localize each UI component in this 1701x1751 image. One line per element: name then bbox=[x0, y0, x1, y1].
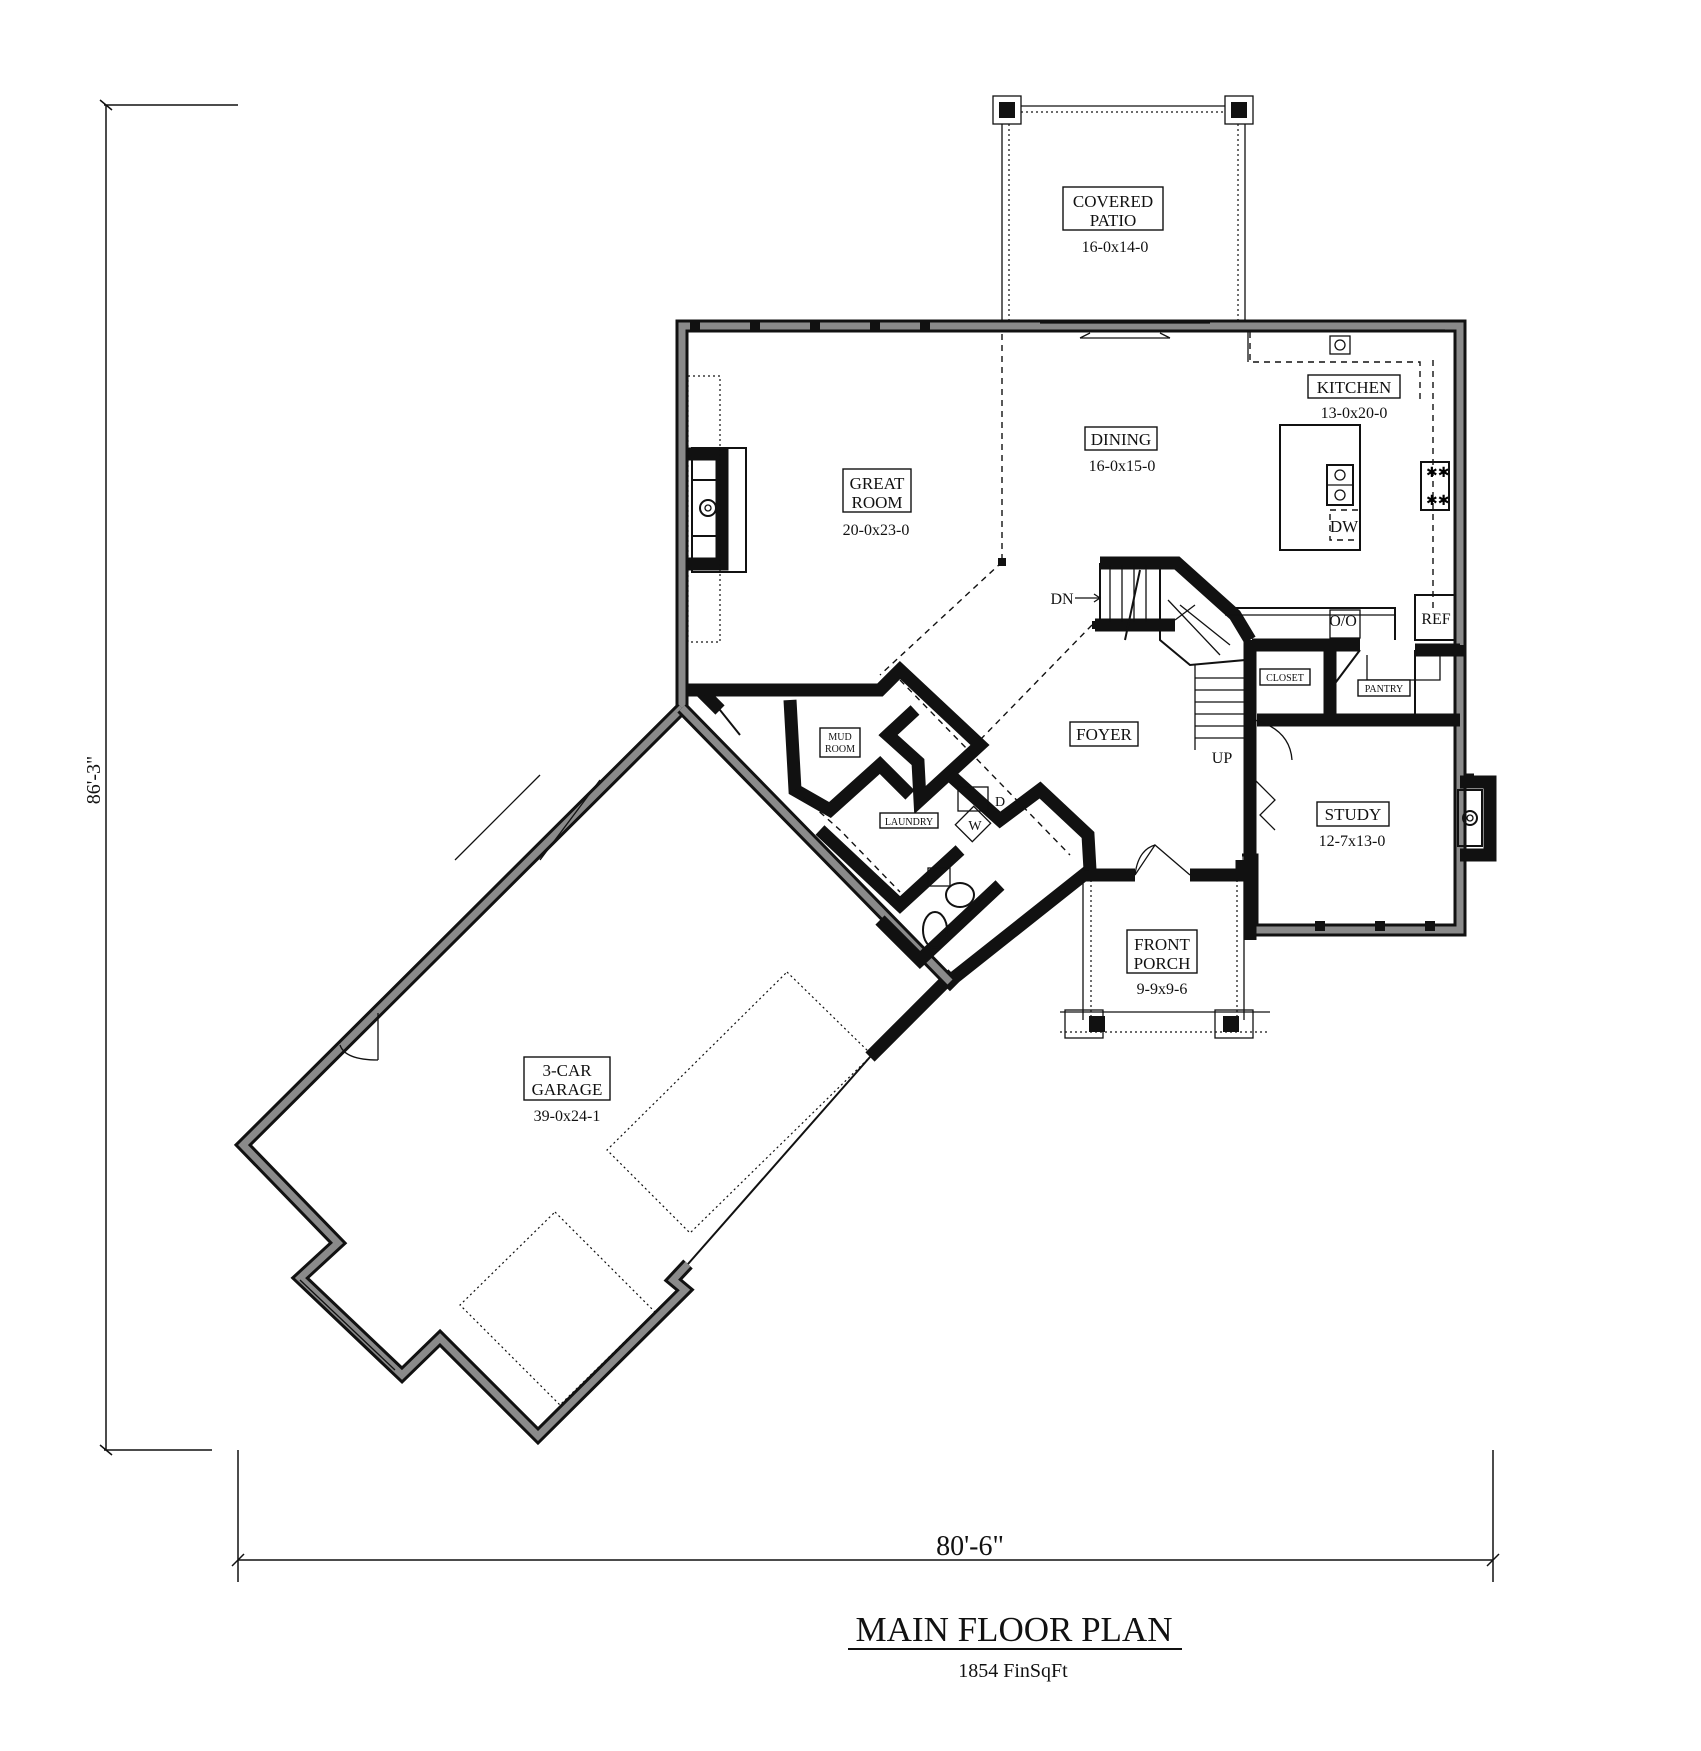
label-dining: DINING 16-0x15-0 bbox=[1084, 426, 1158, 475]
study-name: STUDY bbox=[1325, 805, 1382, 824]
label-closet: CLOSET bbox=[1259, 668, 1311, 686]
label-laundry: LAUNDRY bbox=[879, 812, 939, 829]
garage-structure bbox=[299, 774, 873, 1406]
window-marks bbox=[690, 321, 1435, 931]
garage-name-line1: 3-CAR bbox=[542, 1061, 592, 1080]
front-porch-size: 9-9x9-6 bbox=[1137, 981, 1188, 998]
great-room-name-line1: GREAT bbox=[850, 474, 905, 493]
dryer-label: D bbox=[995, 795, 1005, 810]
stair-up-label: UP bbox=[1212, 750, 1233, 767]
great-room-size: 20-0x23-0 bbox=[843, 522, 910, 539]
label-mud-room: MUD ROOM bbox=[819, 727, 861, 758]
mud-room-name-line1: MUD bbox=[828, 732, 851, 743]
depth-dimension-label: 86'-3" bbox=[83, 756, 105, 804]
label-garage: 3-CAR GARAGE 39-0x24-1 bbox=[523, 1056, 611, 1125]
dining-name: DINING bbox=[1091, 430, 1151, 449]
covered-patio-name-line1: COVERED bbox=[1073, 192, 1153, 211]
stair-down-label: DN bbox=[1050, 591, 1074, 608]
depth-dimension: 86'-3" bbox=[83, 99, 238, 1456]
closet-name: CLOSET bbox=[1266, 673, 1304, 684]
interior-walls: ✱✱ ✱✱ bbox=[686, 329, 1467, 970]
great-room-name-line2: ROOM bbox=[851, 493, 902, 512]
dishwasher-label: DW bbox=[1330, 517, 1359, 536]
covered-patio-name-line2: PATIO bbox=[1090, 211, 1137, 230]
oven-label: O/O bbox=[1329, 613, 1357, 630]
washer-label: W bbox=[968, 819, 982, 834]
laundry-name: LAUNDRY bbox=[885, 817, 933, 828]
kitchen-size: 13-0x20-0 bbox=[1321, 405, 1388, 422]
width-dimension-label: 80'-6" bbox=[936, 1531, 1004, 1562]
garage-name-line2: GARAGE bbox=[532, 1080, 603, 1099]
label-foyer: FOYER bbox=[1069, 721, 1139, 747]
svg-text:✱✱: ✱✱ bbox=[1426, 493, 1449, 509]
label-kitchen: KITCHEN 13-0x20-0 bbox=[1307, 374, 1401, 422]
label-study: STUDY 12-7x13-0 bbox=[1316, 801, 1390, 850]
front-porch-name-line2: PORCH bbox=[1134, 954, 1191, 973]
label-pantry: PANTRY bbox=[1357, 679, 1411, 697]
width-dimension: 80'-6" bbox=[231, 1450, 1500, 1582]
front-porch-name-line1: FRONT bbox=[1134, 935, 1190, 954]
kitchen-name: KITCHEN bbox=[1317, 378, 1392, 397]
pantry-name: PANTRY bbox=[1365, 684, 1404, 695]
study-fireplace bbox=[1457, 789, 1483, 847]
label-great-room: GREAT ROOM 20-0x23-0 bbox=[842, 468, 912, 539]
label-covered-patio: COVERED PATIO 16-0x14-0 bbox=[1062, 186, 1164, 256]
refrigerator-label: REF bbox=[1421, 611, 1450, 628]
garage-size: 39-0x24-1 bbox=[534, 1108, 601, 1125]
svg-text:✱✱: ✱✱ bbox=[1426, 465, 1449, 481]
foyer-name: FOYER bbox=[1076, 725, 1132, 744]
study-size: 12-7x13-0 bbox=[1319, 833, 1386, 850]
covered-patio-size: 16-0x14-0 bbox=[1082, 239, 1149, 256]
plan-subtitle: 1854 FinSqFt bbox=[958, 1660, 1068, 1682]
front-porch-structure bbox=[1060, 844, 1270, 1039]
dining-size: 16-0x15-0 bbox=[1089, 458, 1156, 475]
mud-room-name-line2: ROOM bbox=[825, 744, 855, 755]
label-front-porch: FRONT PORCH 9-9x9-6 bbox=[1126, 929, 1198, 998]
plan-title: MAIN FLOOR PLAN bbox=[856, 1610, 1173, 1649]
covered-patio-structure bbox=[992, 95, 1254, 322]
